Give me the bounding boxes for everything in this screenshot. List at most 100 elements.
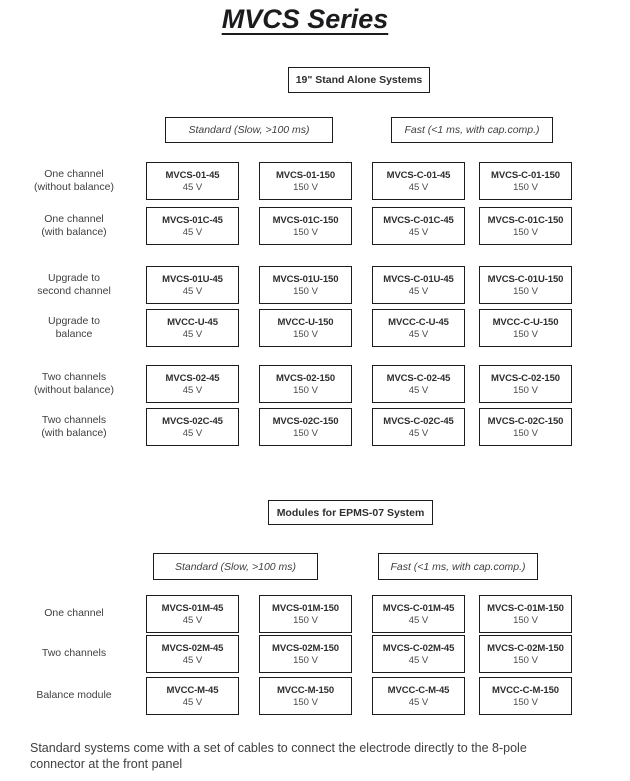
row-label: One channel (with balance) (41, 212, 107, 239)
product-box: MVCS-02C-45 45 V (146, 408, 239, 446)
product-box: MVCC-U-150 150 V (259, 309, 352, 347)
product-model: MVCS-02-45 (165, 372, 220, 384)
row-label: One channel (44, 607, 104, 620)
product-box: MVCC-C-U-45 45 V (372, 309, 465, 347)
product-model: MVCC-U-150 (277, 316, 334, 328)
product-model: MVCS-01U-150 (272, 273, 339, 285)
product-model: MVCC-C-M-150 (492, 684, 559, 696)
row-label: Upgrade to balance (48, 314, 100, 341)
product-model: MVCS-C-01M-150 (487, 602, 564, 614)
product-box: MVCS-01M-150 150 V (259, 595, 352, 633)
product-box: MVCS-C-01-45 45 V (372, 162, 465, 200)
product-box: MVCS-C-01U-150 150 V (479, 266, 572, 304)
product-voltage: 150 V (293, 285, 318, 297)
product-voltage: 45 V (408, 226, 429, 238)
product-box: MVCC-C-M-150 150 V (479, 677, 572, 715)
product-voltage: 150 V (513, 654, 538, 666)
product-model: MVCS-01-150 (275, 169, 336, 181)
row-label: Upgrade to second channel (37, 271, 111, 298)
product-model: MVCS-01M-45 (161, 602, 224, 614)
product-box: MVCS-C-02C-150 150 V (479, 408, 572, 446)
product-model: MVCS-C-01M-45 (382, 602, 455, 614)
product-model: MVCS-C-01U-45 (383, 273, 454, 285)
product-model: MVCS-02M-45 (161, 642, 224, 654)
product-voltage: 150 V (513, 328, 538, 340)
product-model: MVCS-02-150 (275, 372, 336, 384)
product-box: MVCS-01U-45 45 V (146, 266, 239, 304)
product-box: MVCS-C-01C-150 150 V (479, 207, 572, 245)
product-box: MVCS-02C-150 150 V (259, 408, 352, 446)
product-voltage: 45 V (182, 328, 203, 340)
product-box: MVCS-C-02-45 45 V (372, 365, 465, 403)
product-box: MVCS-01-45 45 V (146, 162, 239, 200)
product-voltage: 45 V (182, 696, 203, 708)
product-box: MVCS-02-150 150 V (259, 365, 352, 403)
product-voltage: 150 V (293, 328, 318, 340)
product-box: MVCC-C-U-150 150 V (479, 309, 572, 347)
product-voltage: 45 V (182, 384, 203, 396)
product-model: MVCS-01C-45 (162, 214, 223, 226)
product-box: MVCC-C-M-45 45 V (372, 677, 465, 715)
product-model: MVCS-02M-150 (272, 642, 339, 654)
product-voltage: 45 V (408, 696, 429, 708)
page-title: MVCS Series (221, 4, 389, 34)
product-model: MVCS-C-01-150 (491, 169, 560, 181)
product-model: MVCS-C-01U-150 (487, 273, 564, 285)
column-header-fast: Fast (<1 ms, with cap.comp.) (391, 117, 553, 143)
product-model: MVCS-02C-45 (162, 415, 223, 427)
product-voltage: 45 V (182, 226, 203, 238)
product-voltage: 45 V (182, 285, 203, 297)
product-model: MVCS-C-02-45 (386, 372, 451, 384)
product-box: MVCS-02-45 45 V (146, 365, 239, 403)
product-voltage: 45 V (408, 328, 429, 340)
product-model: MVCS-02C-150 (272, 415, 339, 427)
product-model: MVCS-C-01C-45 (383, 214, 454, 226)
column-header-standard: Standard (Slow, >100 ms) (165, 117, 333, 143)
product-box: MVCC-U-45 45 V (146, 309, 239, 347)
product-voltage: 45 V (408, 427, 429, 439)
product-box: MVCS-02M-45 45 V (146, 635, 239, 673)
product-model: MVCS-C-01-45 (386, 169, 451, 181)
product-box: MVCS-02M-150 150 V (259, 635, 352, 673)
product-voltage: 150 V (293, 614, 318, 626)
product-voltage: 45 V (408, 614, 429, 626)
product-model: MVCS-C-02-150 (491, 372, 560, 384)
product-model: MVCS-01C-150 (272, 214, 339, 226)
product-model: MVCC-C-U-150 (492, 316, 559, 328)
column-header-fast: Fast (<1 ms, with cap.comp.) (378, 553, 538, 580)
product-voltage: 150 V (293, 427, 318, 439)
product-voltage: 45 V (182, 614, 203, 626)
product-voltage: 150 V (293, 696, 318, 708)
product-box: MVCS-C-01M-45 45 V (372, 595, 465, 633)
row-label: Two channels (41, 647, 107, 660)
product-model: MVCS-C-02C-45 (383, 415, 454, 427)
product-voltage: 150 V (513, 614, 538, 626)
product-box: MVCS-C-01-150 150 V (479, 162, 572, 200)
product-voltage: 150 V (513, 285, 538, 297)
product-model: MVCC-C-U-45 (388, 316, 449, 328)
product-voltage: 150 V (513, 181, 538, 193)
product-model: MVCS-C-01C-150 (487, 214, 564, 226)
product-box: MVCS-01C-150 150 V (259, 207, 352, 245)
product-model: MVCS-01U-45 (162, 273, 223, 285)
product-model: MVCS-C-02C-150 (487, 415, 564, 427)
row-label: Two channels (with balance) (41, 413, 107, 440)
product-box: MVCC-M-150 150 V (259, 677, 352, 715)
product-model: MVCC-C-M-45 (387, 684, 450, 696)
product-voltage: 45 V (408, 654, 429, 666)
product-box: MVCC-M-45 45 V (146, 677, 239, 715)
product-box: MVCS-C-01U-45 45 V (372, 266, 465, 304)
section-heading-epms-modules: Modules for EPMS-07 System (268, 500, 433, 525)
product-model: MVCC-U-45 (167, 316, 218, 328)
product-voltage: 150 V (293, 226, 318, 238)
product-box: MVCS-01U-150 150 V (259, 266, 352, 304)
product-box: MVCS-01-150 150 V (259, 162, 352, 200)
product-box: MVCS-C-02C-45 45 V (372, 408, 465, 446)
product-voltage: 45 V (408, 285, 429, 297)
product-voltage: 150 V (513, 384, 538, 396)
section-heading-stand-alone: 19" Stand Alone Systems (288, 67, 430, 93)
footer-note: Standard systems come with a set of cabl… (30, 741, 527, 771)
product-model: MVCS-01-45 (165, 169, 220, 181)
product-voltage: 150 V (293, 181, 318, 193)
